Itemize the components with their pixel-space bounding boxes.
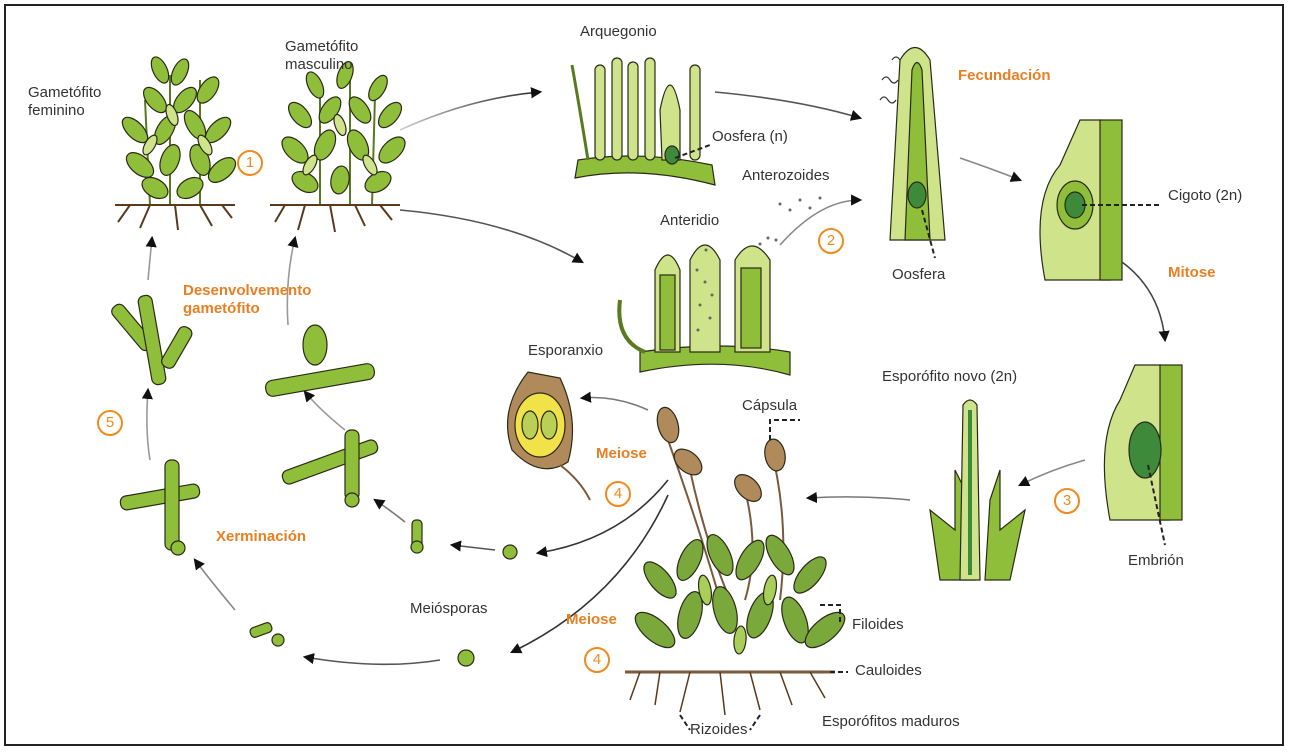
label-gametophyte-development: Desenvolvemento gametófito [183,282,353,318]
label-male-gametophyte: Gametófito masculino [285,38,375,74]
sporangium [508,372,590,500]
label-meiospores: Meiósporas [410,600,488,618]
step-number-4-bottom: 4 [584,647,610,673]
step-number-1: 1 [237,150,263,176]
step-number-4-top: 4 [605,481,631,507]
step-number-2: 2 [818,228,844,254]
label-archegonium: Arquegonio [580,23,657,41]
label-cauloids: Cauloides [855,662,922,680]
label-antheridium: Anteridio [660,212,719,230]
label-sporangium: Esporanxio [528,342,603,360]
label-oosphere-n: Oosfera (n) [712,128,788,146]
fertilization-archegonium [880,48,945,241]
label-mitosis: Mitose [1168,264,1216,282]
label-embryo: Embrión [1128,552,1184,570]
female-gametophyte-plant [115,54,240,230]
new-sporophyte [930,400,1025,580]
step-number-3: 3 [1054,488,1080,514]
label-mature-sporophytes: Esporófitos maduros [822,713,960,731]
label-capsule: Cápsula [742,397,797,415]
archegonium-illustration [572,58,715,185]
antheridium-illustration [619,197,821,376]
embryo-tissue [1104,365,1182,520]
label-phylloids: Filoides [852,616,904,634]
male-gametophyte-plant [270,59,410,232]
label-meiosis-bottom: Meiose [566,611,617,629]
label-female-gametophyte: Gametófito feminino [28,84,123,120]
label-fertilization: Fecundación [958,67,1051,85]
mature-sporophyte-plants [625,405,850,715]
label-antherozoids: Anterozoides [742,167,830,185]
label-germination: Xerminación [216,528,306,546]
label-meiosis-top: Meiose [596,445,647,463]
label-rhizoids: Rizoides [690,721,748,739]
step-number-5: 5 [97,410,123,436]
label-new-sporophyte: Esporófito novo (2n) [882,368,1017,386]
zygote-tissue [1040,120,1122,280]
label-zygote: Cigoto (2n) [1168,187,1242,205]
label-oosphere: Oosfera [892,266,945,284]
